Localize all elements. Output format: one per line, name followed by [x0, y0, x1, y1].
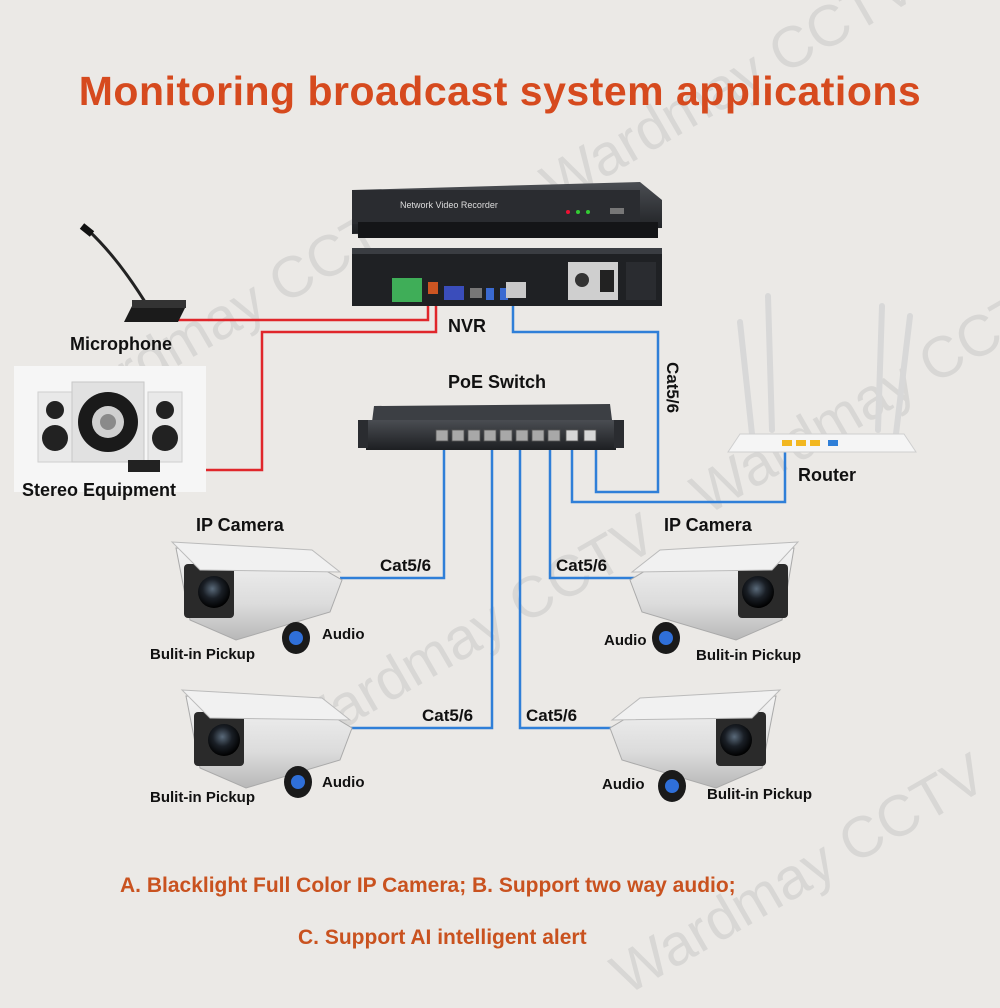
page-title: Monitoring broadcast system applications: [78, 68, 922, 114]
camera-top-left-pickup: Bulit-in Pickup: [150, 646, 255, 663]
poe-switch-device: [358, 404, 624, 450]
microphone-label: Microphone: [70, 334, 172, 354]
cam-top-right-cable: [548, 444, 640, 580]
cam-bottom-right-cable: [518, 444, 618, 730]
nvr-label: NVR: [448, 316, 487, 336]
router-body: [727, 433, 917, 453]
nvr-front-panel: [352, 182, 662, 238]
camera-bottom-left: [180, 689, 353, 798]
router-cable: [570, 442, 787, 504]
camera-bottom-left-pickup: Bulit-in Pickup: [150, 789, 255, 806]
nvr-back-panel: [352, 248, 662, 306]
nvr-cable-label: Cat5/6: [663, 362, 682, 414]
camera-top-right-title: IP Camera: [664, 515, 752, 535]
camera-top-left-audio: Audio: [322, 626, 365, 643]
camera-bottom-left-audio: Audio: [322, 774, 365, 791]
camera-bottom-right-pickup: Bulit-in Pickup: [707, 786, 812, 803]
cam-bottom-left-cable-label: Cat5/6: [422, 706, 474, 725]
poe-switch-label: PoE Switch: [448, 372, 547, 392]
router-label: Router: [798, 465, 856, 485]
cam-top-left-cable-label: Cat5/6: [380, 556, 432, 575]
camera-bottom-right: [609, 689, 782, 802]
camera-bottom-right-audio: Audio: [602, 776, 645, 793]
cam-top-right-cable-label: Cat5/6: [556, 556, 608, 575]
camera-top-left: [170, 541, 343, 654]
nvr-cable: [511, 296, 660, 494]
features-line-1: A. Blacklight Full Color IP Camera; B. S…: [120, 874, 736, 897]
camera-top-right: [629, 541, 800, 654]
switch-ports: [435, 429, 597, 442]
microphone-device: [79, 223, 186, 322]
features-line-2: C. Support AI intelligent alert: [298, 926, 587, 949]
stereo-wire: [160, 292, 438, 472]
nvr-front-text: Network Video Recorder: [400, 200, 498, 210]
camera-top-right-audio: Audio: [604, 632, 647, 649]
network-wires: [340, 296, 787, 730]
cam-bottom-right-cable-label: Cat5/6: [526, 706, 578, 725]
camera-top-right-pickup: Bulit-in Pickup: [696, 647, 801, 664]
stereo-label: Stereo Equipment: [22, 480, 177, 500]
camera-top-left-title: IP Camera: [196, 515, 284, 535]
cam-top-left-cable: [340, 444, 446, 580]
stereo-device: [14, 366, 206, 492]
cam-bottom-left-cable: [350, 444, 494, 730]
router-device: [737, 293, 913, 437]
